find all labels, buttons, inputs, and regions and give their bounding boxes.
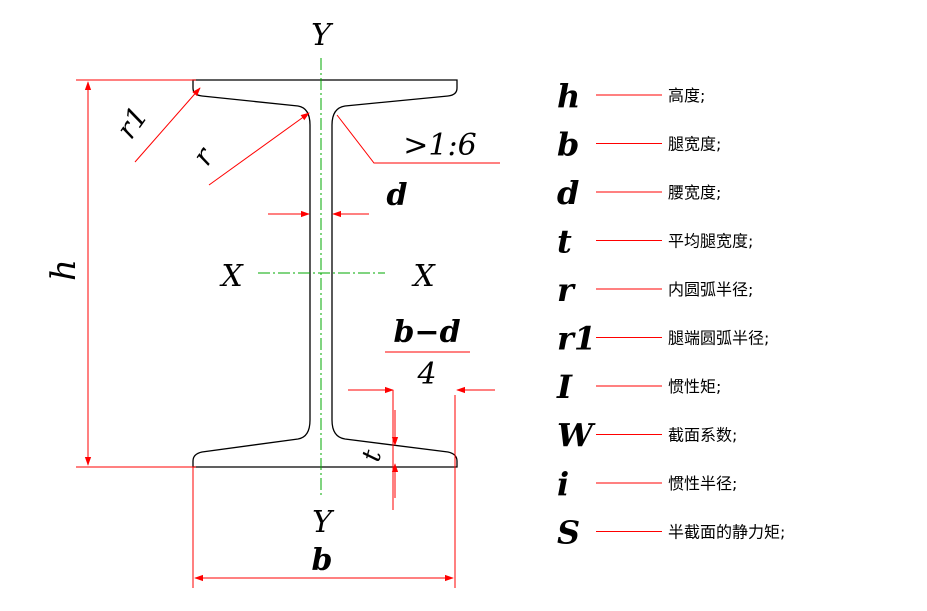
legend-description: 惯性半径; bbox=[668, 474, 737, 493]
legend-description: 内圆弧半径; bbox=[668, 280, 753, 299]
legend-description: 高度; bbox=[668, 86, 705, 105]
fraction-numerator: b−d bbox=[393, 315, 460, 350]
i-beam-outline bbox=[192, 79, 458, 468]
legend-row: i 惯性半径; bbox=[557, 465, 737, 503]
b-dimension bbox=[192, 395, 456, 588]
y-axis-label-top: Y bbox=[311, 18, 334, 53]
slope-label: >1:6 bbox=[403, 128, 476, 163]
x-axis-label-right: X bbox=[411, 259, 436, 294]
legend-symbol: t bbox=[557, 223, 572, 261]
legend-row: h 高度; bbox=[557, 77, 705, 115]
legend-description: 惯性矩; bbox=[668, 377, 721, 396]
r-label: r bbox=[186, 140, 222, 171]
t-label: t bbox=[356, 446, 388, 464]
legend-description: 平均腿宽度; bbox=[668, 232, 753, 251]
b-label: b bbox=[312, 543, 333, 578]
legend-symbol: b bbox=[557, 126, 579, 164]
r1-label: r1 bbox=[110, 100, 155, 144]
legend-row: b 腿宽度; bbox=[557, 126, 721, 164]
h-label: h bbox=[44, 259, 84, 281]
fraction-denominator: 4 bbox=[416, 357, 436, 392]
legend-row: W 截面系数; bbox=[557, 417, 737, 455]
symbol-legend: h 高度; b 腿宽度; d 腰宽度; t 平均腿宽度; r 内圆弧半径; r1 腿端圆弧半径; I 惯性… bbox=[556, 77, 785, 552]
legend-row: r1 腿端圆弧半径; bbox=[557, 320, 769, 358]
legend-symbol: h bbox=[557, 77, 580, 115]
d-label: d bbox=[387, 178, 408, 213]
h-dimension bbox=[76, 79, 196, 468]
legend-row: S 半截面的静力矩; bbox=[557, 514, 785, 552]
legend-symbol: I bbox=[556, 368, 573, 406]
x-axis-label-left: X bbox=[219, 259, 244, 294]
legend-symbol: d bbox=[557, 174, 579, 212]
r-leader bbox=[208, 112, 310, 186]
quarter-flange-dimension bbox=[348, 351, 495, 510]
legend-symbol: r1 bbox=[557, 320, 596, 358]
legend-description: 腿端圆弧半径; bbox=[668, 329, 769, 348]
legend-symbol: W bbox=[557, 417, 596, 455]
legend-description: 腰宽度; bbox=[668, 183, 721, 202]
y-axis-label-bottom: Y bbox=[312, 505, 335, 540]
legend-row: t 平均腿宽度; bbox=[557, 223, 753, 261]
legend-description: 截面系数; bbox=[668, 426, 737, 445]
legend-description: 半截面的静力矩; bbox=[668, 523, 785, 542]
legend-symbol: i bbox=[557, 465, 569, 503]
legend-symbol: S bbox=[557, 514, 580, 552]
r1-leader bbox=[134, 87, 201, 163]
legend-row: I 惯性矩; bbox=[556, 368, 721, 406]
slope-leader bbox=[336, 114, 500, 164]
legend-row: r 内圆弧半径; bbox=[557, 271, 753, 309]
legend-description: 腿宽度; bbox=[668, 135, 721, 154]
legend-row: d 腰宽度; bbox=[557, 174, 721, 212]
legend-symbol: r bbox=[557, 271, 576, 309]
